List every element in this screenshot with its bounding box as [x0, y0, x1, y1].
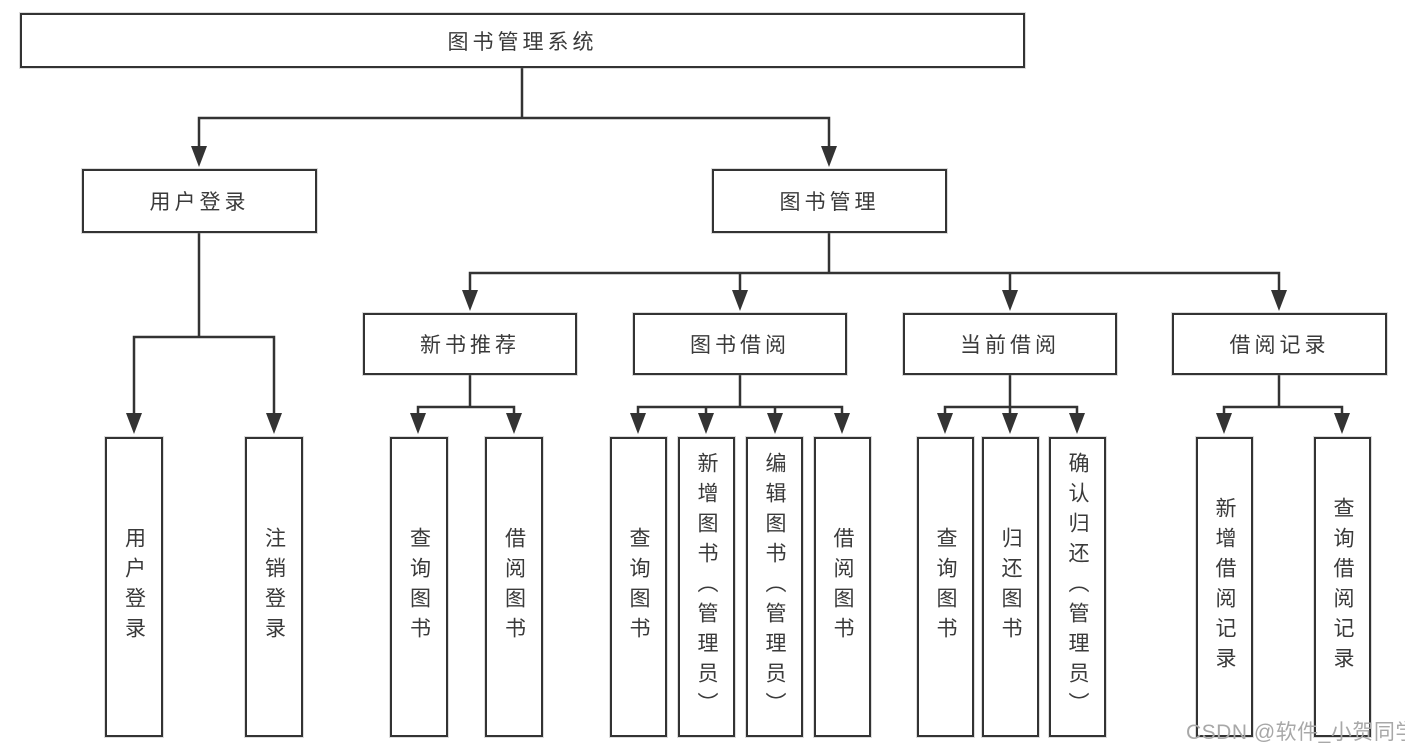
- node-user-login-branch: 用户登录: [82, 169, 317, 233]
- edges-current-borrowing: [937, 373, 1085, 434]
- node-label: 新增借阅记录: [1213, 497, 1236, 677]
- node-label: 确认归还（管理员）: [1066, 452, 1089, 722]
- node-label: 借阅记录: [1229, 334, 1330, 357]
- node-leaf-add-book-admin: 新增图书（管理员）: [678, 437, 735, 737]
- edges-book-borrowing: [630, 373, 850, 434]
- node-leaf-return-book: 归还图书: [982, 437, 1039, 737]
- node-leaf-query-books-recommend: 查询图书: [390, 437, 448, 737]
- node-leaf-confirm-return-admin: 确认归还（管理员）: [1049, 437, 1106, 737]
- node-leaf-logout: 注销登录: [245, 437, 303, 737]
- node-label: 注销登录: [262, 527, 286, 647]
- node-leaf-query-books-current: 查询图书: [917, 437, 974, 737]
- node-leaf-edit-book-admin: 编辑图书（管理员）: [746, 437, 803, 737]
- node-current-borrowing: 当前借阅: [903, 313, 1117, 375]
- node-label: 归还图书: [999, 527, 1022, 647]
- edges-book-management: [462, 231, 1287, 311]
- node-label: 图书借阅: [690, 334, 790, 357]
- node-label: 新书推荐: [420, 334, 520, 357]
- node-label: 图书管理: [779, 191, 880, 214]
- node-leaf-borrow-books-recommend: 借阅图书: [485, 437, 543, 737]
- node-label: 当前借阅: [960, 334, 1060, 357]
- node-label: 编辑图书（管理员）: [763, 452, 786, 722]
- node-root-library-system: 图书管理系统: [20, 13, 1025, 68]
- edges-user-login-branch: [126, 231, 282, 434]
- node-leaf-borrow-books-borrowing: 借阅图书: [814, 437, 871, 737]
- node-label: 借阅图书: [831, 527, 854, 647]
- node-label: 查询借阅记录: [1331, 497, 1354, 677]
- node-label: 查询图书: [934, 527, 957, 647]
- node-root-label: 图书管理系统: [447, 30, 598, 54]
- node-label: 查询图书: [407, 527, 431, 647]
- node-new-book-recommend: 新书推荐: [363, 313, 577, 375]
- edges-new-book-recommend: [410, 373, 522, 434]
- node-book-management: 图书管理: [712, 169, 947, 233]
- node-leaf-query-borrow-record: 查询借阅记录: [1314, 437, 1371, 737]
- edges-borrowing-records: [1216, 373, 1350, 434]
- edges-root-to-level2: [191, 66, 837, 167]
- node-label: 新增图书（管理员）: [695, 452, 718, 722]
- node-label: 用户登录: [149, 191, 250, 214]
- node-label: 借阅图书: [502, 527, 526, 647]
- csdn-watermark: CSDN @软件_小贺同学: [1186, 721, 1405, 744]
- node-leaf-user-login: 用户登录: [105, 437, 163, 737]
- node-book-borrowing: 图书借阅: [633, 313, 847, 375]
- node-leaf-query-books-borrowing: 查询图书: [610, 437, 667, 737]
- node-borrowing-records: 借阅记录: [1172, 313, 1387, 375]
- node-label: 用户登录: [122, 527, 146, 647]
- node-leaf-add-borrow-record: 新增借阅记录: [1196, 437, 1253, 737]
- node-label: 查询图书: [627, 527, 650, 647]
